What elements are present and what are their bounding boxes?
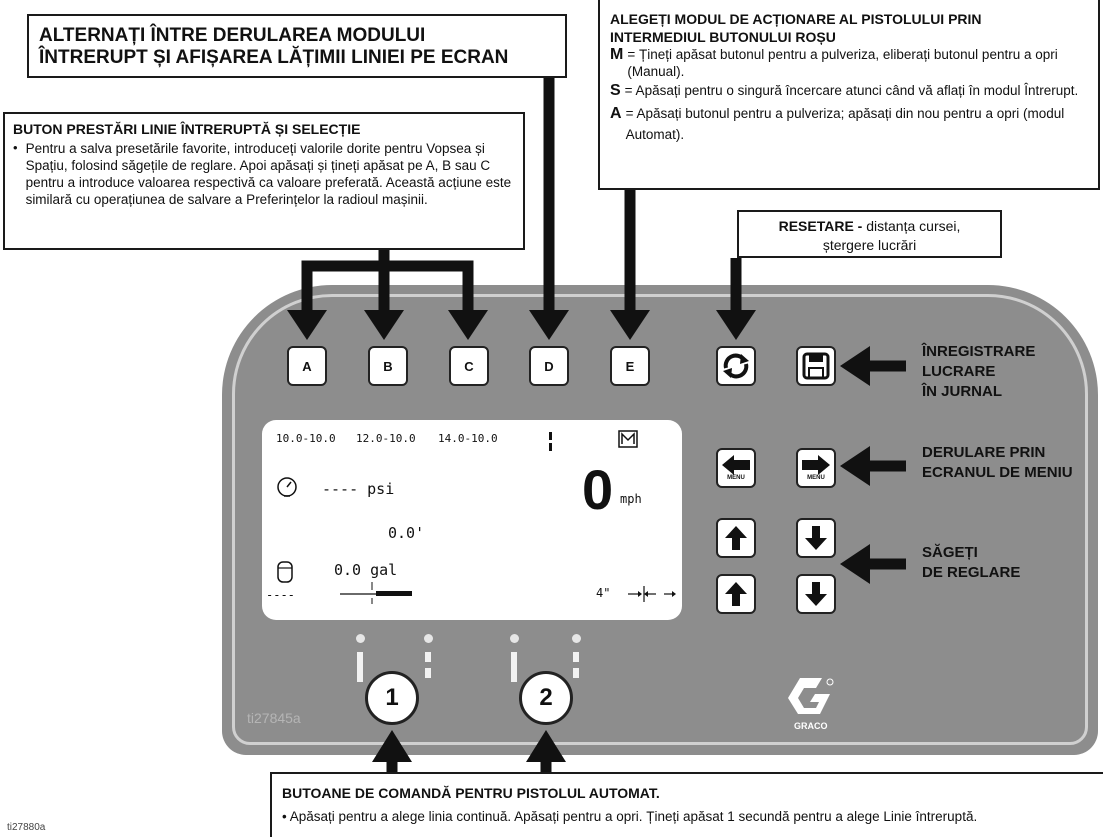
brand-name: GRACO: [794, 721, 828, 731]
control-panel-rim: [232, 294, 1088, 745]
volume-readout: 0.0 gal: [334, 561, 398, 579]
scroll-mode-callout: ALTERNAȚI ÎNTRE DERULAREA MODULUI ÎNTRER…: [27, 14, 567, 78]
lcd-screen: 10.0-10.0 12.0-10.0 14.0-10.0 ---- psi 0…: [262, 420, 682, 620]
gun1-dash-bar: [425, 652, 431, 662]
menu-left-button[interactable]: MENU: [716, 448, 756, 488]
gun-buttons-description: • Apăsați pentru a alege linia continuă.…: [282, 809, 978, 824]
gun-mode-title-2: INTERMEDIUL BUTONULUI ROȘU: [610, 29, 836, 45]
dash-indicator: [549, 443, 552, 451]
mode-a-text: = Apăsați butonul pentru a pulveriza; ap…: [625, 106, 1065, 142]
scroll-mode-line-2: ÎNTRERUPT ȘI AFIȘAREA LĂȚIMII LINIEI PE …: [39, 47, 509, 68]
presets-title: BUTON PRESTĂRI LINIE ÎNTRERUPTĂ ȘI SELEC…: [13, 121, 361, 137]
gun2-dash-bar: [573, 668, 579, 678]
figure-id: ti27880a: [7, 822, 46, 833]
gun1-solid-bar: [357, 652, 363, 682]
gun1-indicator-led: [356, 634, 365, 643]
mode-m-text: = Țineți apăsat butonul pentru a pulveri…: [627, 47, 1058, 79]
pressure-gauge-icon: [277, 477, 297, 497]
gun-mode-callout: ALEGEȚI MODUL DE ACȚIONARE AL PISTOLULUI…: [598, 0, 1100, 190]
gun2-indicator-led: [510, 634, 519, 643]
gun1-indicator-led: [424, 634, 433, 643]
menu-scroll-label: DERULARE PRIN ECRANUL DE MENIU: [922, 444, 1073, 481]
gun2-solid-bar: [511, 652, 517, 682]
gun-buttons-title: BUTOANE DE COMANDĂ PENTRU PISTOLUL AUTOM…: [282, 785, 660, 801]
distance-readout: 0.0': [388, 524, 425, 542]
gun-buttons-callout: BUTOANE DE COMANDĂ PENTRU PISTOLUL AUTOM…: [270, 772, 1103, 837]
save-job-button[interactable]: [796, 346, 836, 386]
gun2-dash-bar: [573, 652, 579, 662]
preset-a-button[interactable]: A: [287, 346, 327, 386]
reset-icon: [723, 353, 749, 379]
mode-m-key: M: [610, 46, 624, 63]
gun2-indicator-led: [572, 634, 581, 643]
gun-mode-title-1: ALEGEȚI MODUL DE ACȚIONARE AL PISTOLULUI…: [610, 11, 982, 27]
adjust-arrows-label: SĂGEȚI DE REGLARE: [922, 544, 1021, 581]
scroll-mode-line-1: ALTERNAȚI ÎNTRE DERULAREA MODULUI: [39, 25, 426, 46]
reset-callout: RESETARE - distanța cursei, ștergere luc…: [737, 210, 1002, 258]
save-job-label: ÎNREGISTRARE LUCRARE ÎN JURNAL: [922, 343, 1036, 400]
arrow-up-icon: [725, 526, 747, 550]
graco-logo-icon: [788, 678, 834, 714]
adjust-down-button-1[interactable]: [796, 518, 836, 558]
mode-s-key: S: [610, 82, 621, 99]
reset-title: RESETARE -: [778, 218, 863, 234]
mode-s-text: = Apăsați pentru o singură încercare atu…: [624, 83, 1079, 98]
manual-mode-icon: [618, 430, 638, 448]
menu-right-button[interactable]: MENU: [796, 448, 836, 488]
arrow-up-icon: [725, 582, 747, 606]
gun1-dash-bar: [425, 668, 431, 678]
dash-indicator: [549, 432, 552, 440]
adjust-up-button-2[interactable]: [716, 574, 756, 614]
speed-unit: mph: [620, 492, 642, 506]
arrow-down-icon: [805, 526, 827, 550]
toggle-mode-d-button[interactable]: D: [529, 346, 569, 386]
arrow-right-icon: [802, 455, 830, 475]
presets-callout: BUTON PRESTĂRI LINIE ÎNTRERUPTĂ ȘI SELEC…: [3, 112, 525, 250]
arrow-down-icon: [805, 582, 827, 606]
reset-button[interactable]: [716, 346, 756, 386]
presets-description: Pentru a salva presetările favorite, int…: [25, 141, 512, 207]
gun-1-button[interactable]: 1: [365, 671, 419, 725]
preset-c-value: 14.0-10.0: [438, 432, 498, 445]
gun-spacing-icon: [628, 586, 676, 602]
preset-a-value: 10.0-10.0: [276, 432, 336, 445]
reset-text-2: ștergere lucrări: [822, 237, 917, 253]
preset-b-value: 12.0-10.0: [356, 432, 416, 445]
gun-mode-e-button[interactable]: E: [610, 346, 650, 386]
adjust-up-button-1[interactable]: [716, 518, 756, 558]
line-width-readout: 4": [596, 586, 611, 600]
adjust-down-button-2[interactable]: [796, 574, 836, 614]
mode-a-key: A: [610, 105, 622, 122]
gun-2-button[interactable]: 2: [519, 671, 573, 725]
preset-b-button[interactable]: B: [368, 346, 408, 386]
speed-readout: 0: [582, 458, 614, 521]
pressure-readout: ---- psi: [322, 480, 395, 498]
panel-id: ti27845a: [247, 710, 301, 726]
presets-bullet: •: [13, 140, 18, 155]
tank-icon: [277, 561, 293, 583]
floppy-disk-icon: [802, 352, 830, 380]
line-width-gauge-icon: [340, 582, 412, 604]
preset-c-button[interactable]: C: [449, 346, 489, 386]
reset-text-1: distanța cursei,: [862, 218, 961, 234]
arrow-left-icon: [722, 455, 750, 475]
line-pattern-dashes: ----: [266, 588, 295, 602]
